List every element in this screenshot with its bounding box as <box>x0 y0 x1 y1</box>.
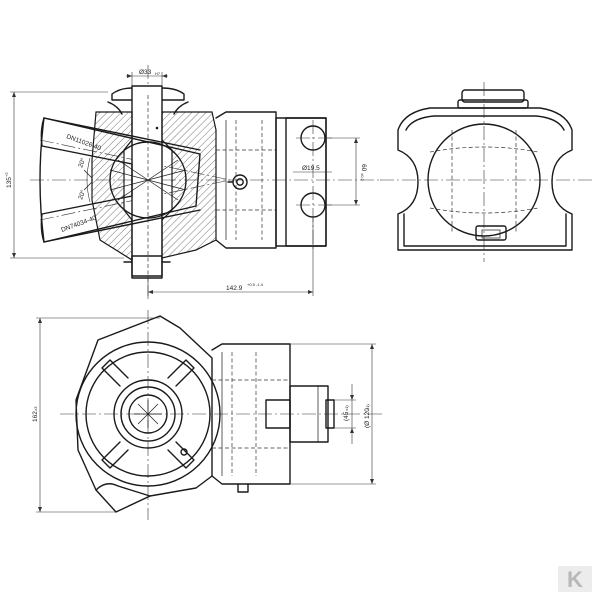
plan-diameter-tol: ±1) <box>365 404 370 410</box>
plan-height-label: 162 <box>32 411 39 422</box>
spoke-ribs <box>101 359 195 469</box>
plan-height-tol: ±3 <box>33 406 38 411</box>
front-view <box>380 82 592 262</box>
hole-diameter-label: Ø19.5 <box>302 165 320 172</box>
height-tol: +2 <box>4 172 9 177</box>
top-bore-tol: H7 <box>155 71 161 76</box>
logo-letter: K <box>567 567 583 592</box>
angle-lower-label: 20° <box>76 188 87 200</box>
plan-small-label: (45 <box>343 411 350 421</box>
height-label: 135 <box>6 177 13 188</box>
hole-spacing-tol: ±0.2 <box>360 173 365 182</box>
plan-view: (45 ±1) (Ø 120 ±1) 162 ±3 <box>32 310 385 520</box>
hole-spacing-label: 60 <box>360 164 367 172</box>
side-section-view: Ø19.5 60 ±0.2 Ø33 H7 135 +2 DN11026-40 <box>4 65 380 300</box>
top-bore-label: Ø33 <box>139 69 152 76</box>
horizontal-dimension-label: 142.9 <box>226 285 243 292</box>
plan-diameter-label: (Ø 120 <box>364 408 371 428</box>
brand-logo: K <box>558 566 592 592</box>
angle-upper-label: 20° <box>76 156 87 168</box>
plan-small-tol: ±1) <box>344 405 349 411</box>
horizontal-dimension-tol: +0.5 -1.4 <box>247 282 264 287</box>
